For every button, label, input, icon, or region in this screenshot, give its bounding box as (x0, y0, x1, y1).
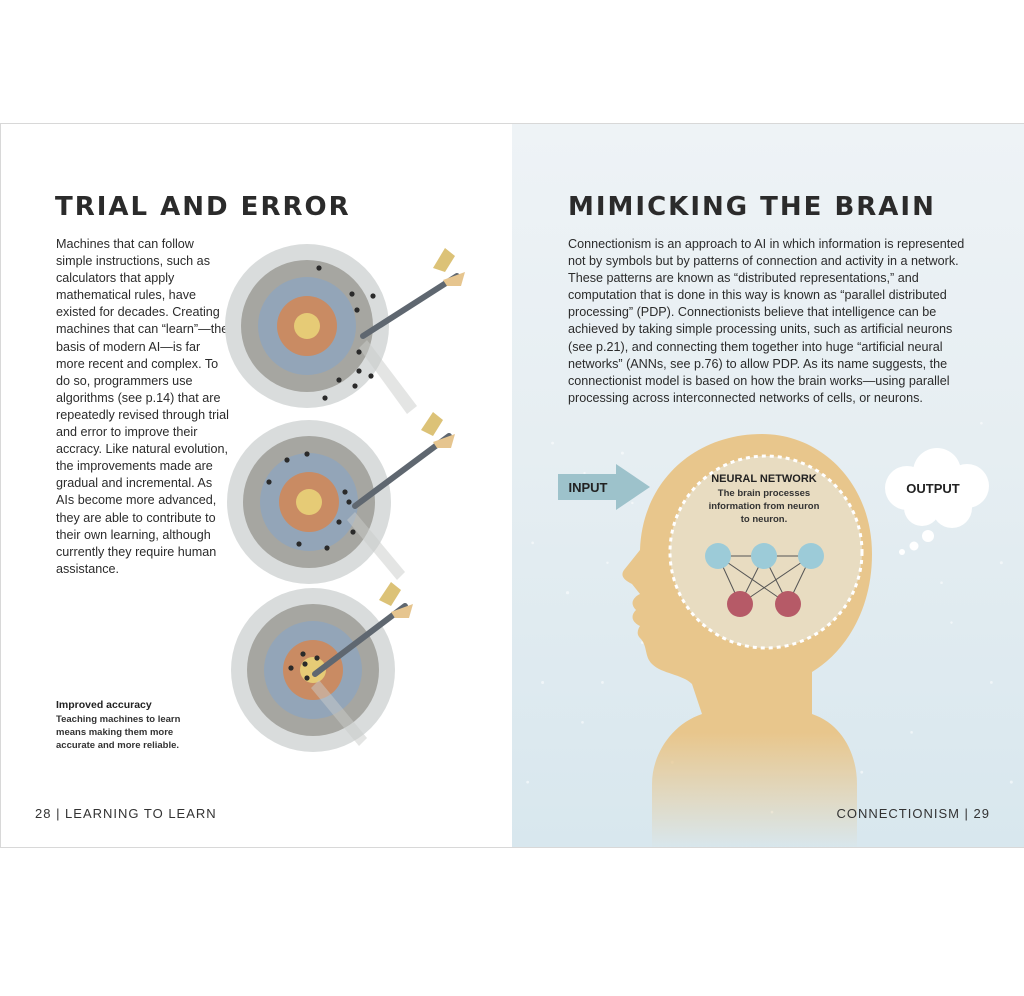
page-title-mimicking-the-brain: MIMICKING THE BRAIN (568, 192, 936, 222)
caption-improved-accuracy: Improved accuracy Teaching machines to l… (56, 699, 186, 752)
archery-targets-illustration (225, 244, 465, 752)
output-label: OUTPUT (906, 481, 960, 496)
network-node-output-2 (775, 591, 801, 617)
network-node-output-1 (727, 591, 753, 617)
right-page: MIMICKING THE BRAIN Connectionism is an … (512, 124, 1024, 849)
target-3 (231, 582, 413, 752)
caption-text: Teaching machines to learn means making … (56, 714, 181, 751)
left-page: TRIAL AND ERROR Machines that can follow… (0, 124, 512, 847)
footer-left: 28 | LEARNING TO LEARN (35, 806, 217, 821)
network-text-line-1: The brain processes (718, 488, 810, 499)
target-1 (225, 244, 465, 414)
target-2 (227, 412, 455, 584)
network-node-input-1 (705, 543, 731, 569)
left-body-text: Machines that can follow simple instruct… (56, 237, 229, 576)
network-node-input-2 (751, 543, 777, 569)
network-text-line-3: to neuron. (741, 514, 787, 525)
output-thought-cloud (885, 448, 989, 555)
footer-right: CONNECTIONISM | 29 (836, 806, 990, 821)
input-label: INPUT (569, 480, 608, 495)
page-title-trial-and-error: TRIAL AND ERROR (55, 192, 351, 222)
book-spread: TRIAL AND ERROR Machines that can follow… (0, 123, 1024, 849)
network-node-input-3 (798, 543, 824, 569)
caption-title: Improved accuracy (56, 699, 152, 711)
right-body-text: Connectionism is an approach to AI in wh… (568, 237, 965, 405)
network-title: NEURAL NETWORK (711, 473, 817, 485)
network-text-line-2: information from neuron (709, 501, 820, 512)
input-arrow (558, 464, 650, 510)
neural-network-head-illustration: NEURAL NETWORK The brain processes infor… (558, 434, 989, 849)
